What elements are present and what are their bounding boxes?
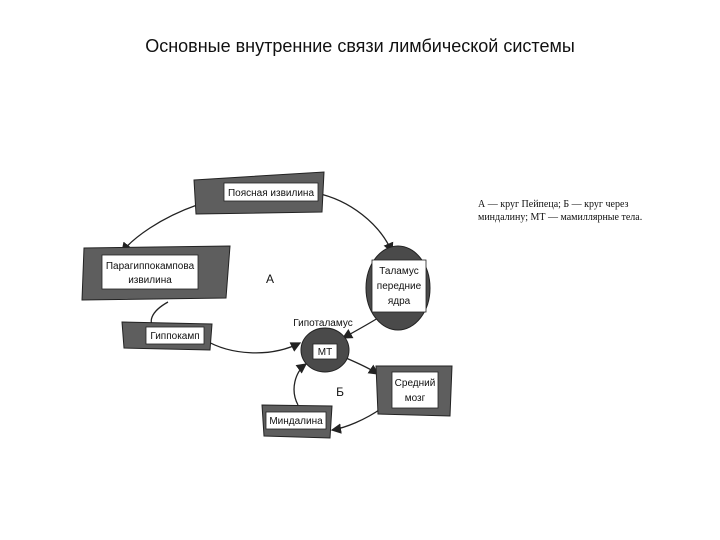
- amygdala-label: Миндалина: [269, 416, 323, 427]
- thalamus-label-1: Таламус: [379, 266, 419, 277]
- page-title: Основные внутренние связи лимбической си…: [145, 36, 575, 56]
- parahippocampal-label-1: Парагиппокампова: [106, 261, 195, 272]
- cingulate-gyrus-box: Поясная извилина: [193, 171, 325, 215]
- amygdala-box: Миндалина: [261, 404, 333, 439]
- cingulate-label: Поясная извилина: [228, 188, 314, 199]
- thalamus-node: Таламус передние ядра: [365, 245, 431, 331]
- hippocampus-label: Гиппокамп: [150, 331, 199, 342]
- midbrain-label-1: Средний: [395, 378, 436, 389]
- legend: А — круг Пейпеца; Б — круг через миндали…: [478, 199, 642, 223]
- thalamus-label-3: ядра: [388, 296, 411, 307]
- hippocampus-box: Гиппокамп: [121, 321, 213, 351]
- mt-label: МТ: [318, 347, 332, 358]
- legend-line-2: миндалину; МТ — мамиллярные тела.: [478, 212, 642, 223]
- parahippocampal-box: Парагиппокампова извилина: [81, 245, 231, 301]
- circle-b-label: Б: [336, 385, 344, 399]
- hypothalamus-label: Гипоталамус: [293, 318, 353, 329]
- midbrain-label-2: мозг: [405, 393, 426, 404]
- thalamus-label-2: передние: [377, 281, 422, 292]
- hypothalamus-node: Гипоталамус МТ: [293, 318, 353, 373]
- parahippocampal-label-2: извилина: [128, 275, 172, 286]
- legend-line-1: А — круг Пейпеца; Б — круг через: [478, 199, 629, 210]
- midbrain-box: Средний мозг: [375, 365, 453, 417]
- circle-a-label: А: [266, 272, 274, 286]
